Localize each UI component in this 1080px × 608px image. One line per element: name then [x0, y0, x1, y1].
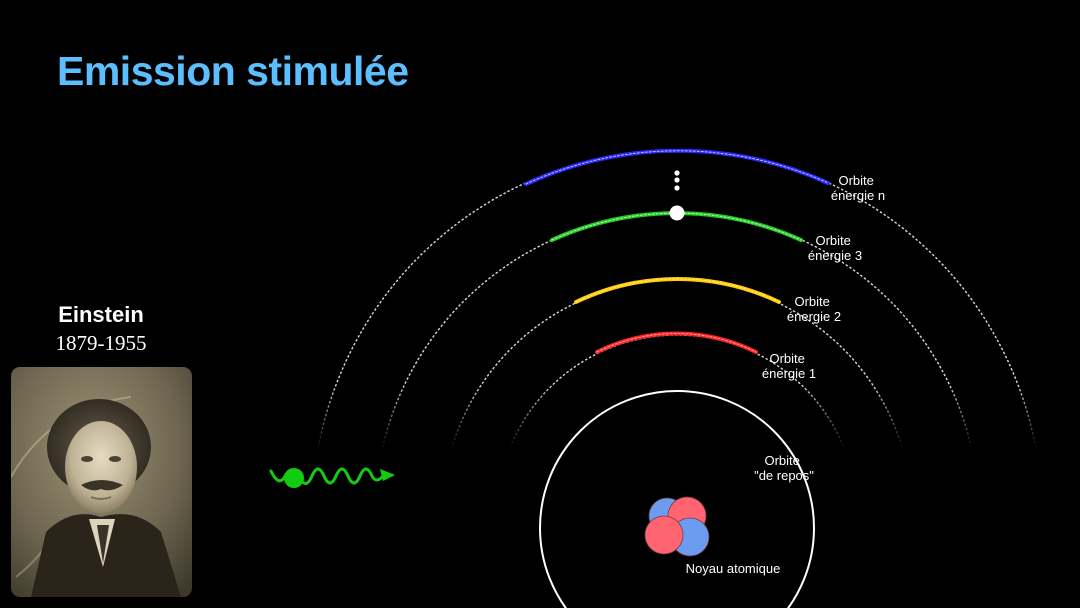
photon-arrowhead — [380, 469, 395, 481]
label-orbit-2: Orbite énergie 2 — [787, 294, 841, 324]
electron — [669, 205, 685, 221]
slide-title: Emission stimulée — [57, 48, 409, 94]
nucleus — [644, 496, 710, 557]
label-nucleus: Noyau atomique — [686, 561, 781, 576]
label-orbit-rest: Orbite "de repos" — [754, 453, 814, 483]
person-years: 1879-1955 — [55, 331, 147, 355]
photon-ball — [284, 468, 304, 488]
orbit-rest — [539, 390, 815, 608]
person-name: Einstein — [58, 302, 144, 327]
proton — [644, 515, 684, 555]
label-orbit-3: Orbite énergie 3 — [808, 233, 862, 263]
ellipsis-icon — [674, 170, 680, 191]
label-orbit-1: Orbite énergie 1 — [762, 351, 816, 381]
orbit-2-highlight — [574, 277, 781, 304]
label-orbit-n: Orbite énergie n — [831, 173, 885, 203]
orbit-2-dashed — [441, 279, 913, 608]
einstein-portrait — [11, 367, 192, 597]
portrait-image — [11, 367, 192, 597]
